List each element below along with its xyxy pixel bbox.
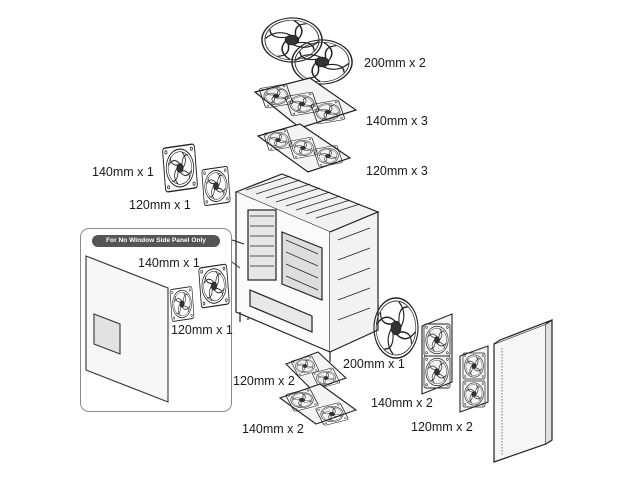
label-side-140mm: 140mm x 1 [138,256,200,270]
rear-200mm-fan [371,294,421,362]
front-panel [493,318,553,463]
label-right-120mm: 120mm x 2 [411,420,473,434]
top-140mm-fans [255,78,358,128]
label-rear-200mm: 200mm x 1 [343,357,405,371]
label-top-120mm: 120mm x 3 [366,164,428,178]
side-panel-illustration [85,255,241,403]
label-front-120mm: 120mm x 1 [129,198,191,212]
top-120mm-fans [256,124,352,172]
pc-case-chassis [231,173,380,362]
side-panel-callout [80,228,232,412]
label-bottom-120mm: 120mm x 2 [233,374,295,388]
right-120mm-fans [460,345,488,412]
bottom-120mm-fans [286,352,348,390]
label-top-140mm: 140mm x 3 [366,114,428,128]
label-bottom-140mm: 140mm x 2 [242,422,304,436]
front-120mm-fan [202,166,231,206]
label-side-120mm: 120mm x 1 [171,323,233,337]
label-top-200mm: 200mm x 2 [364,56,426,70]
label-right-140mm: 140mm x 2 [371,396,433,410]
right-140mm-fans [422,313,452,394]
front-140mm-fan [162,144,197,192]
bottom-140mm-fans [280,384,358,426]
panel-note-badge: For No Window Side Panel Only [92,235,220,247]
label-front-140mm: 140mm x 1 [92,165,154,179]
